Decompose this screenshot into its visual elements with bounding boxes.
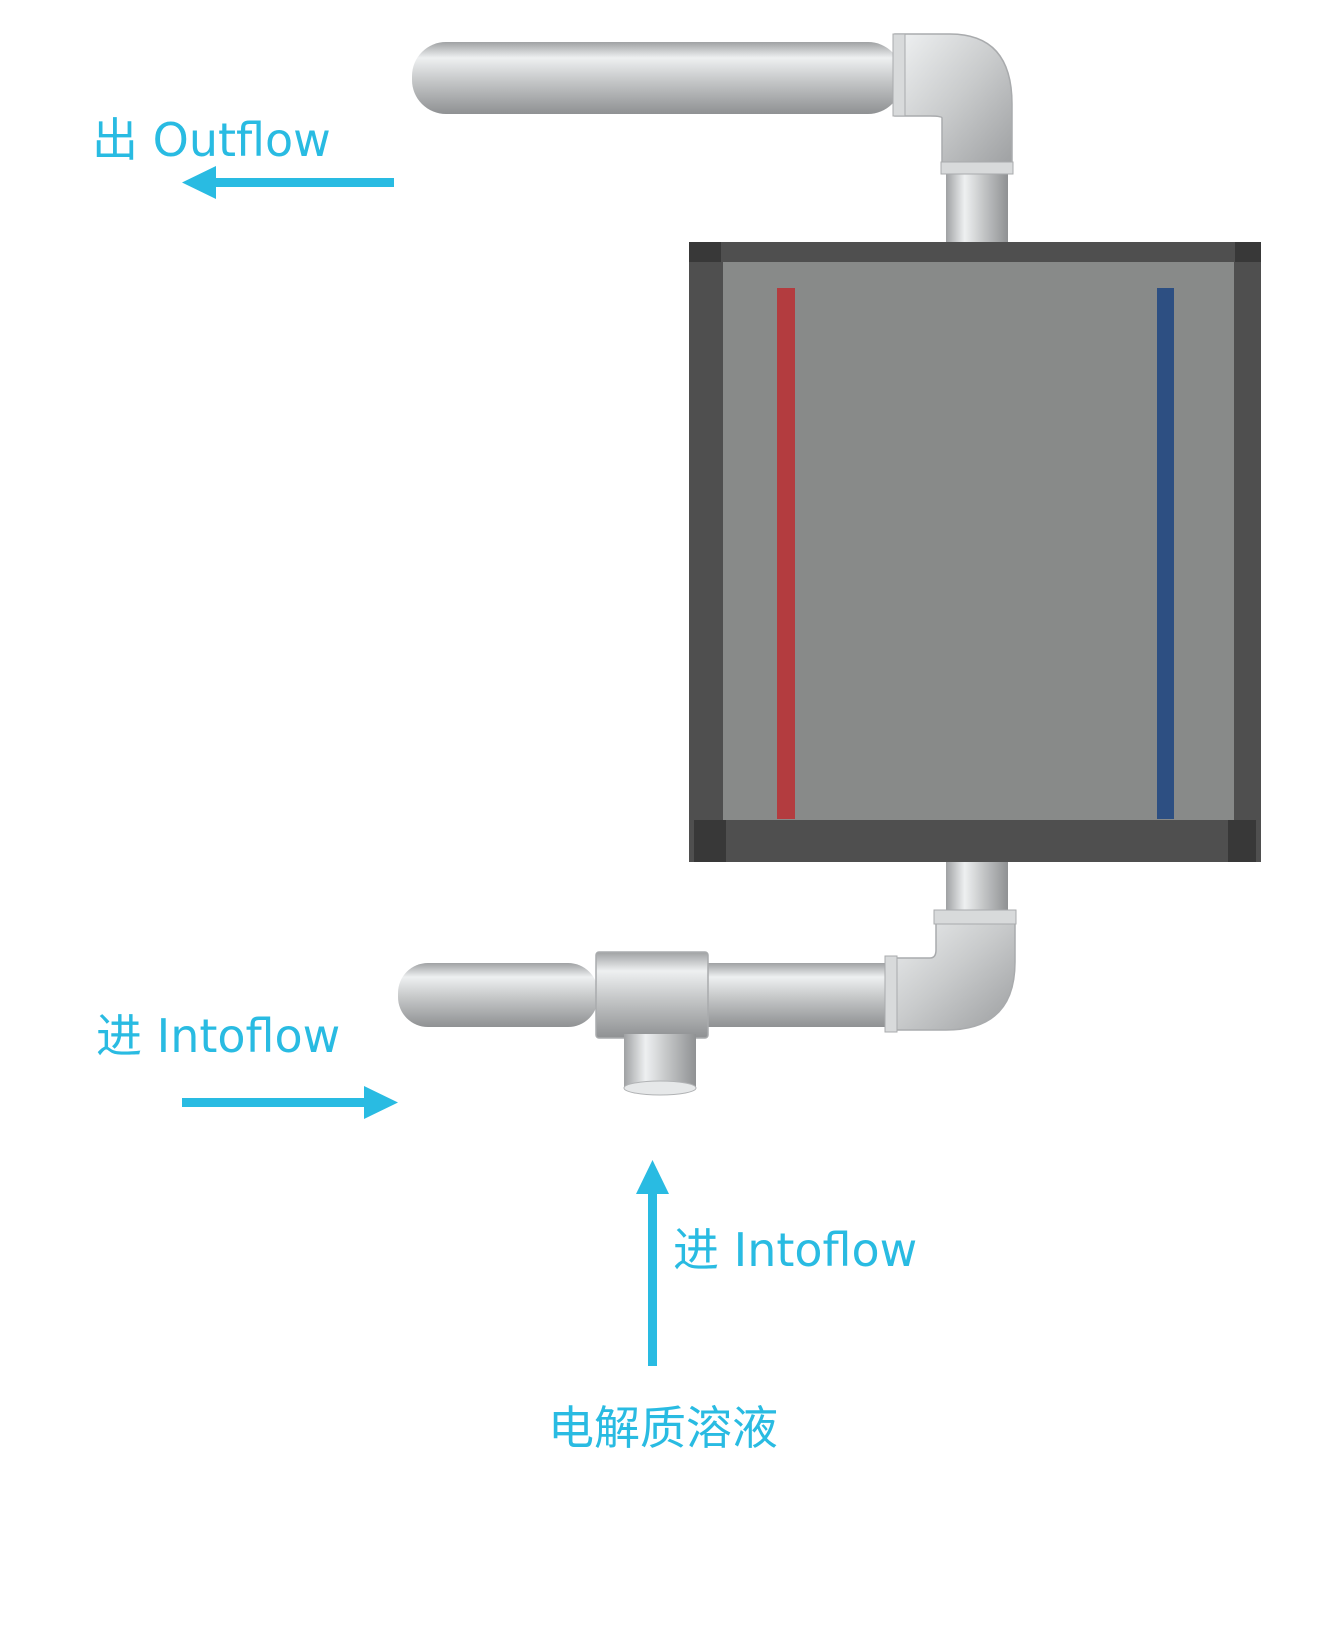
cell-interior — [723, 262, 1234, 820]
cell-corner-br — [1228, 820, 1256, 862]
cell-corner-bl — [694, 820, 726, 862]
inlet-elbow-collar-h — [884, 955, 898, 1033]
inlet-pipe-horizontal-right — [702, 963, 898, 1027]
outlet-elbow — [894, 33, 1013, 173]
intoflow-left-label: 进 Intoflow — [96, 1009, 341, 1063]
outlet-pipe-horizontal — [412, 42, 902, 114]
inlet-pipe-horizontal-left — [398, 963, 598, 1027]
cell-corner-tl — [689, 242, 721, 262]
outlet-pipe-assembly — [412, 33, 1014, 250]
tee-fitting-body — [595, 951, 709, 1039]
arrow-left-icon — [182, 166, 394, 199]
intoflow-bottom-label: 进 Intoflow — [673, 1223, 918, 1277]
inlet-pipe-assembly — [398, 862, 1017, 1096]
outlet-elbow-collar-h — [892, 33, 906, 117]
electrolytic-cell — [689, 242, 1261, 862]
tee-fitting-branch — [624, 1034, 696, 1088]
inlet-elbow — [887, 914, 1016, 1031]
cell-corner-tr — [1235, 242, 1261, 262]
cathode-electrode — [1157, 288, 1174, 819]
inlet-elbow-collar-v — [933, 909, 1017, 925]
arrow-up-icon — [636, 1160, 669, 1366]
outlet-elbow-collar-v — [940, 161, 1014, 175]
tee-fitting-branch-opening — [623, 1080, 697, 1096]
outflow-label: 出 Outflow — [92, 113, 331, 167]
arrow-right-icon — [182, 1086, 398, 1119]
electrolyte-solution-label: 电解质溶液 — [548, 1401, 778, 1455]
anode-electrode — [777, 288, 795, 819]
